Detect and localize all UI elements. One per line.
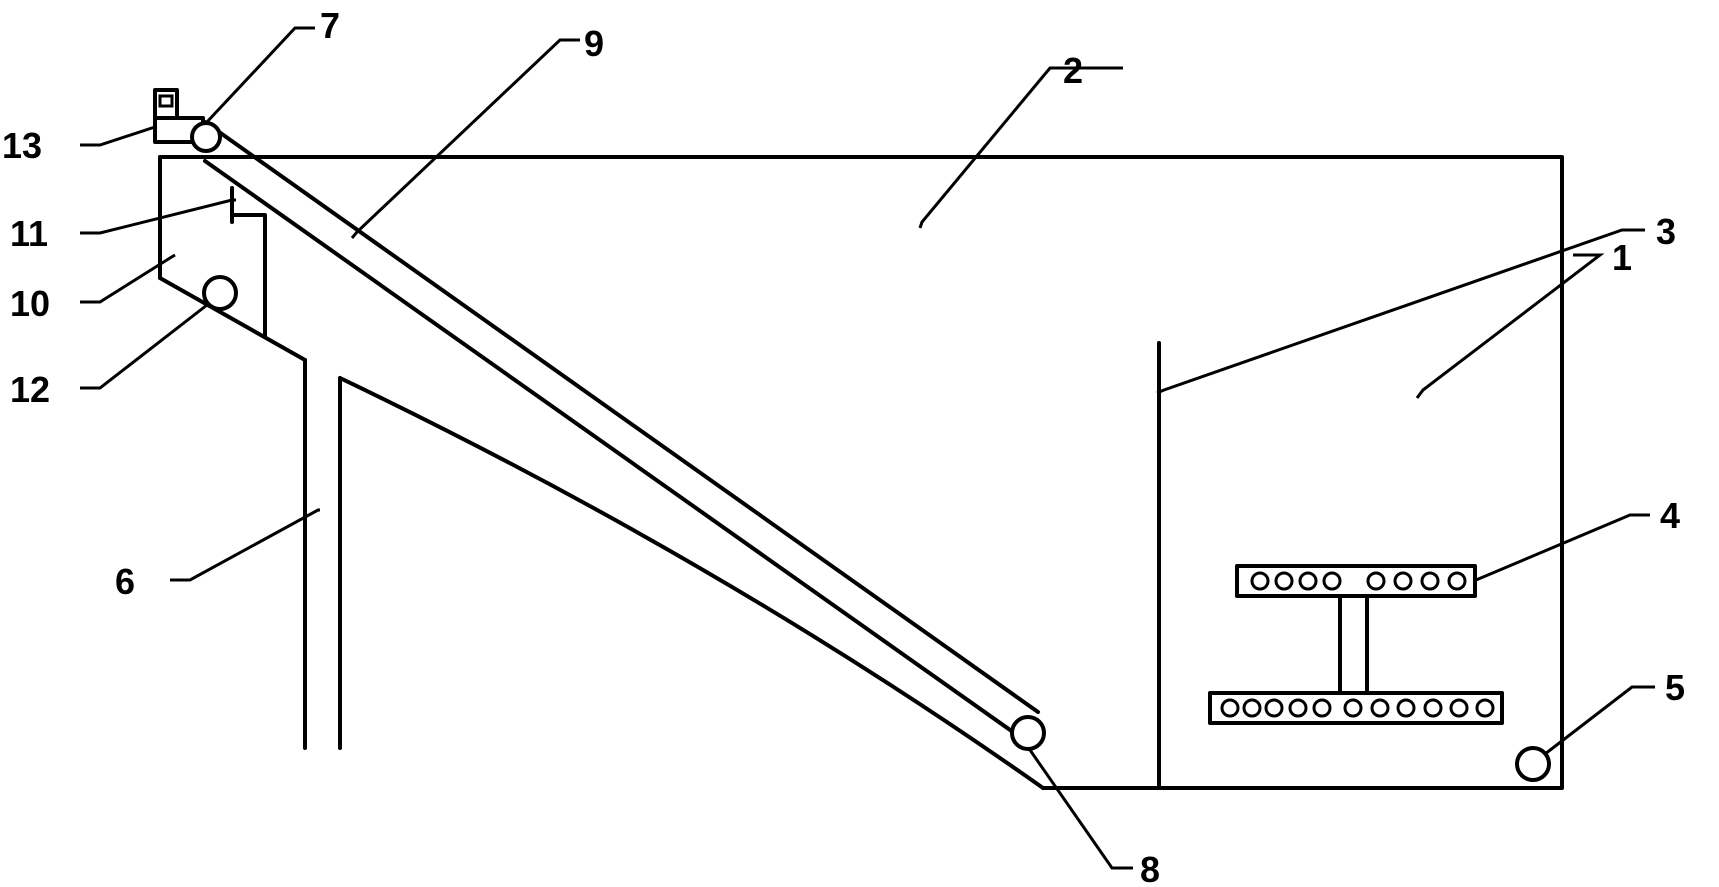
aerator-holes [1220, 571, 1495, 718]
label-5: 5 [1665, 667, 1685, 708]
label-6: 6 [115, 561, 135, 602]
hopper-bottom [338, 376, 1045, 790]
pipe-12 [202, 275, 238, 311]
label-3: 3 [1656, 211, 1676, 252]
label-13: 13 [2, 125, 42, 166]
label-1: 1 [1612, 237, 1632, 278]
label-8: 8 [1140, 849, 1160, 887]
conveyor-9 [203, 120, 1040, 739]
aerator-4 [1208, 564, 1504, 725]
outlet-5 [1515, 746, 1551, 782]
label-11: 11 [10, 213, 48, 254]
leader-lines [80, 26, 1655, 870]
label-12: 12 [10, 369, 50, 410]
label-2: 2 [1063, 50, 1083, 91]
roller-8 [1010, 715, 1046, 751]
roller-7 [190, 121, 222, 153]
label-group: 1 2 3 4 5 6 7 8 9 10 11 12 13 [2, 5, 1685, 887]
label-4: 4 [1660, 495, 1680, 536]
label-9: 9 [584, 23, 604, 64]
label-10: 10 [10, 283, 50, 324]
compartment-10 [158, 213, 307, 362]
label-7: 7 [320, 5, 340, 46]
pipe-6 [303, 358, 342, 750]
